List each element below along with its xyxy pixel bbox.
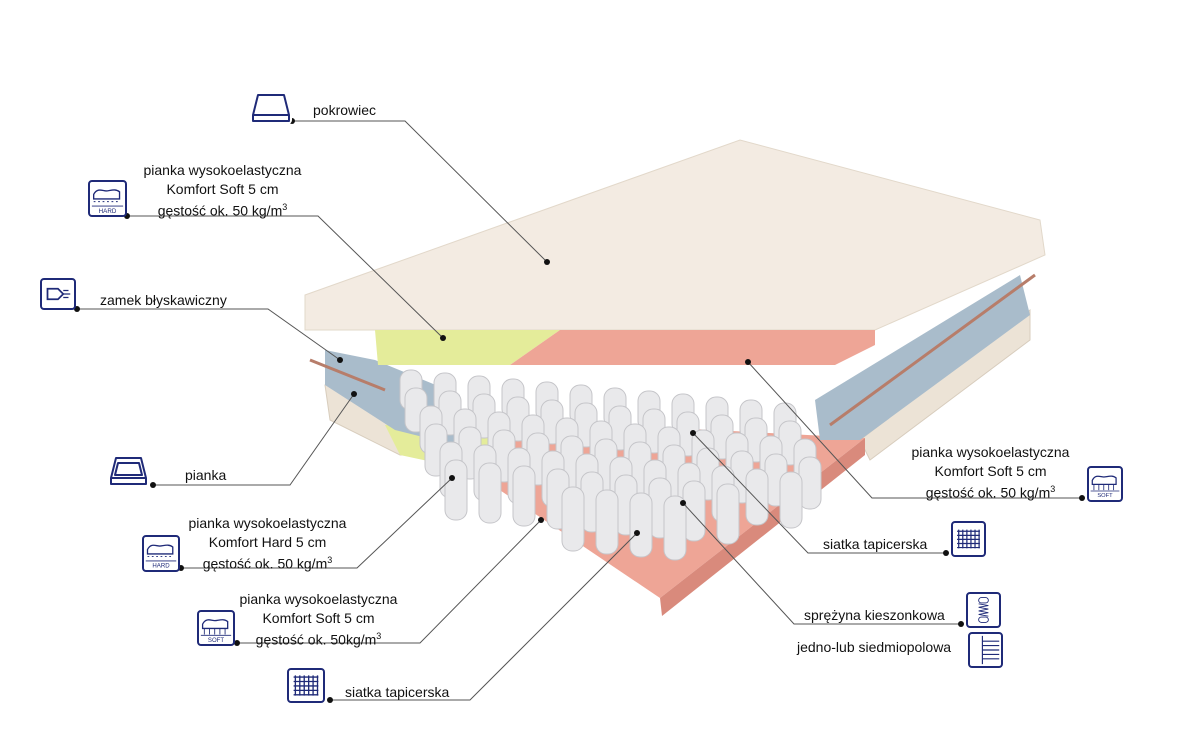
svg-text:HARD: HARD xyxy=(152,562,170,569)
density-text: gęstość ok. 50kg/m xyxy=(255,631,377,648)
svg-text:HARD: HARD xyxy=(99,208,117,215)
superscript: 3 xyxy=(327,555,333,565)
superscript: 3 xyxy=(282,202,288,212)
spring-pocket xyxy=(745,468,769,526)
label-line: pianka wysokoelastyczna xyxy=(188,515,347,531)
label-hard-foam: pianka wysokoelastyczna Komfort Hard 5 c… xyxy=(175,514,360,573)
label-line: pianka wysokoelastyczna xyxy=(239,591,398,607)
label-zones: jedno-lub siedmiopolowa xyxy=(797,639,952,655)
label-line: pianka wysokoelastyczna xyxy=(143,162,302,178)
label-line: Komfort Hard 5 cm xyxy=(208,533,327,550)
soft-foam-icon: SOFT xyxy=(1087,466,1123,502)
density-text: gęstość ok. 50 kg/m xyxy=(925,484,1051,501)
density-text: gęstość ok. 50 kg/m xyxy=(157,202,283,219)
spring-pocket xyxy=(779,471,803,529)
svg-text:SOFT: SOFT xyxy=(1097,493,1113,499)
label-soft-foam-right: pianka wysokoelastyczna Komfort Soft 5 c… xyxy=(898,443,1083,502)
label-line: Komfort Soft 5 cm xyxy=(166,180,279,197)
spring-pocket xyxy=(561,486,585,552)
pocket-springs xyxy=(399,369,822,561)
spring-pocket xyxy=(629,492,653,558)
label-cover: pokrowiec xyxy=(313,102,377,118)
label-mesh-right: siatka tapicerska xyxy=(823,536,928,552)
label-spring: sprężyna kieszonkowa xyxy=(804,607,945,623)
spring-pocket xyxy=(444,459,468,521)
spring-pocket xyxy=(478,462,502,524)
label-mesh-bottom: siatka tapicerska xyxy=(345,684,450,700)
soft-foam-icon: SOFT xyxy=(197,610,235,646)
cover-icon xyxy=(250,92,292,124)
top-foam-pink xyxy=(510,330,875,365)
superscript: 3 xyxy=(1050,484,1056,494)
zipper-icon xyxy=(40,278,76,310)
label-line: pianka wysokoelastyczna xyxy=(911,444,1070,460)
label-top-foam: pianka wysokoelastyczna Komfort Soft 5 c… xyxy=(130,161,315,220)
top-cover xyxy=(304,139,1046,331)
top-foam-yellow xyxy=(375,330,560,365)
spring-pocket xyxy=(716,483,740,545)
label-line: gęstość ok. 50 kg/m3 xyxy=(130,198,315,220)
spring-pocket xyxy=(595,489,619,555)
mesh-icon xyxy=(951,521,986,557)
label-line: Komfort Soft 5 cm xyxy=(262,609,375,626)
svg-text:SOFT: SOFT xyxy=(208,638,224,644)
hard-foam-icon: HARD xyxy=(142,535,180,572)
mesh-icon xyxy=(287,668,325,703)
superscript: 3 xyxy=(376,631,382,641)
zones-icon xyxy=(968,632,1003,668)
spring-pocket xyxy=(512,465,536,527)
hard-foam-icon: HARD xyxy=(88,180,127,217)
label-soft-foam-bottom: pianka wysokoelastyczna Komfort Soft 5 c… xyxy=(226,590,411,649)
label-line: gęstość ok. 50 kg/m3 xyxy=(175,551,360,573)
pocket-spring-icon xyxy=(966,592,1001,628)
foam-icon xyxy=(108,455,149,487)
label-line: gęstość ok. 50 kg/m3 xyxy=(898,480,1083,502)
label-line: Komfort Soft 5 cm xyxy=(934,462,1047,479)
label-zipper: zamek błyskawiczny xyxy=(100,292,227,308)
label-foam: pianka xyxy=(185,467,227,483)
spring-pocket xyxy=(663,495,687,561)
density-text: gęstość ok. 50 kg/m xyxy=(202,555,328,572)
label-line: gęstość ok. 50kg/m3 xyxy=(226,627,411,649)
